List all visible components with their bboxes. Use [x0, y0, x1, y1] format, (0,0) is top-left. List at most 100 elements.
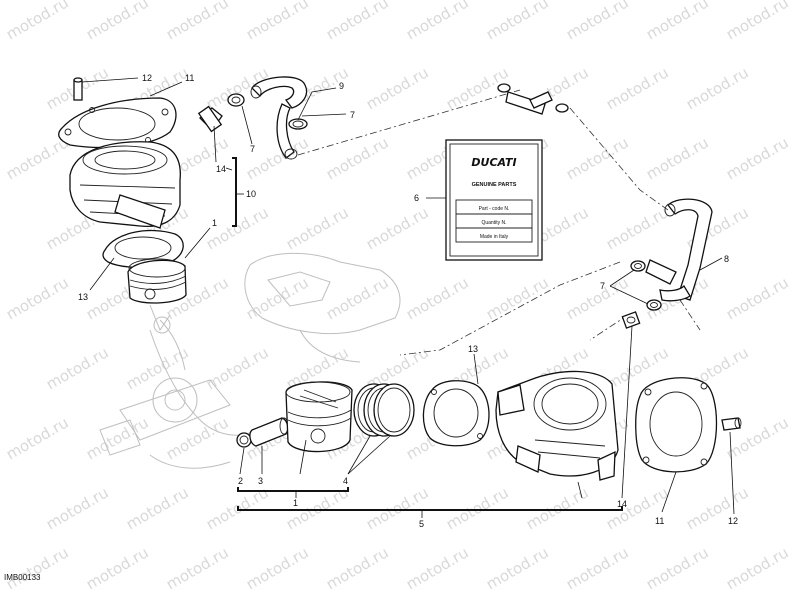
- genuine-parts-kit-box: DUCATI GENUINE PARTS Part - code N. Quan…: [445, 139, 543, 261]
- watermark-text: motod.ru: [563, 133, 632, 183]
- callout-3: 3: [258, 476, 263, 486]
- watermark-text: motod.ru: [683, 483, 752, 533]
- engine-ghost-outline: [99, 252, 401, 469]
- top-clamp-2: [288, 118, 308, 130]
- piston-rings: [353, 383, 415, 437]
- watermark-text: motod.ru: [723, 133, 792, 183]
- watermark-text: motod.ru: [243, 133, 312, 183]
- top-hose-9: [250, 76, 308, 160]
- callout-13-top: 13: [78, 292, 88, 302]
- watermark-text: motod.ru: [483, 543, 552, 593]
- kit-row-part-code: Part - code N.: [479, 206, 510, 212]
- bottom-head-gasket: [635, 377, 718, 473]
- callout-7-a: 7: [350, 110, 355, 120]
- kit-heading: GENUINE PARTS: [472, 182, 517, 188]
- right-clamp-a: [630, 260, 646, 272]
- callout-7-b: 7: [250, 144, 255, 154]
- watermark-text: motod.ru: [123, 483, 192, 533]
- callout-14-bottom: 14: [617, 499, 627, 509]
- watermark-text: motod.ru: [403, 543, 472, 593]
- watermark-text: motod.ru: [3, 543, 72, 593]
- right-hose-stub: [645, 259, 677, 285]
- top-head-gasket: [58, 97, 177, 149]
- watermark-text: motod.ru: [683, 63, 752, 113]
- circlip: [236, 432, 252, 448]
- callout-14-top: 14: [216, 164, 226, 174]
- callout-6: 6: [414, 193, 419, 203]
- watermark-text: motod.ru: [43, 483, 112, 533]
- top-right-fitting: [497, 83, 569, 115]
- connecting-rod: [149, 304, 171, 334]
- watermark-text: motod.ru: [363, 63, 432, 113]
- watermark-text: motod.ru: [243, 543, 312, 593]
- right-clamp-b: [646, 299, 662, 311]
- watermark-text: motod.ru: [163, 543, 232, 593]
- right-hose-8: [659, 198, 713, 302]
- watermark-text: motod.ru: [563, 273, 632, 323]
- watermark-text: motod.ru: [563, 543, 632, 593]
- watermark-text: motod.ru: [403, 273, 472, 323]
- watermark-text: motod.ru: [203, 343, 272, 393]
- bottom-dowel-pin: [721, 417, 742, 431]
- callout-9: 9: [339, 81, 344, 91]
- watermark-text: motod.ru: [603, 63, 672, 113]
- callout-10: 10: [246, 189, 256, 199]
- watermark-text: motod.ru: [723, 0, 792, 43]
- watermark-text: motod.ru: [323, 133, 392, 183]
- callout-labels: 12 11 9 7 7 14 10 1 13 6 8 7 13 2 3 4 1 …: [78, 73, 738, 529]
- top-dowel-pin: [73, 77, 83, 101]
- watermark-text: motod.ru: [83, 543, 152, 593]
- top-cylinder-barrel: [69, 141, 181, 229]
- watermark-text: motod.ru: [243, 0, 312, 43]
- watermark-text: motod.ru: [483, 273, 552, 323]
- watermark-text: motod.ru: [723, 273, 792, 323]
- callout-1-top: 1: [212, 218, 217, 228]
- callout-1-bottom: 1: [293, 498, 298, 508]
- watermark-text: motod.ru: [203, 203, 272, 253]
- watermark-text: motod.ru: [563, 0, 632, 43]
- top-clamp-1: [227, 93, 245, 107]
- watermark-text: motod.ru: [163, 413, 232, 463]
- watermark-text: motod.ru: [643, 543, 712, 593]
- watermark-text: motod.ru: [83, 0, 152, 43]
- watermark-text: motod.ru: [723, 543, 792, 593]
- kit-row-quantity: Quantity N.: [481, 220, 506, 226]
- watermark-text: motod.ru: [243, 273, 312, 323]
- callout-2: 2: [238, 476, 243, 486]
- gudgeon-pin: [249, 417, 289, 447]
- top-water-fitting: [197, 105, 223, 133]
- callout-7-c: 7: [600, 281, 605, 291]
- watermark-text: motod.ru: [3, 413, 72, 463]
- kit-brand-logo: DUCATI: [471, 156, 516, 169]
- watermark-text: motod.ru: [643, 133, 712, 183]
- watermark-text: motod.ru: [83, 413, 152, 463]
- callout-11-bottom: 11: [655, 516, 664, 526]
- watermark-text: motod.ru: [323, 0, 392, 43]
- callout-12-top: 12: [142, 73, 152, 83]
- callout-4: 4: [343, 476, 348, 486]
- watermark-text: motod.ru: [43, 343, 112, 393]
- leader-lines: [81, 77, 735, 518]
- watermark-text: motod.ru: [3, 133, 72, 183]
- watermark-text: motod.ru: [163, 0, 232, 43]
- callout-8: 8: [724, 254, 729, 264]
- callout-11-top: 11: [185, 73, 194, 83]
- watermark-text: motod.ru: [3, 273, 72, 323]
- watermark-text: motod.ru: [283, 203, 352, 253]
- top-piston: [127, 258, 187, 304]
- right-water-fitting: [621, 311, 641, 329]
- bottom-cylinder-barrel: [495, 370, 619, 481]
- watermark-text: motod.ru: [603, 203, 672, 253]
- watermark-text: motod.ru: [523, 483, 592, 533]
- bottom-piston: [285, 381, 353, 453]
- callout-12-bottom: 12: [728, 516, 738, 526]
- watermark-text: motod.ru: [643, 0, 712, 43]
- callout-5: 5: [419, 519, 424, 529]
- bottom-base-gasket: [422, 380, 490, 447]
- watermark-text: motod.ru: [3, 0, 72, 43]
- watermark-text: motod.ru: [483, 0, 552, 43]
- kit-row-made-in: Made in Italy: [480, 234, 509, 240]
- routing-lines: [297, 89, 701, 356]
